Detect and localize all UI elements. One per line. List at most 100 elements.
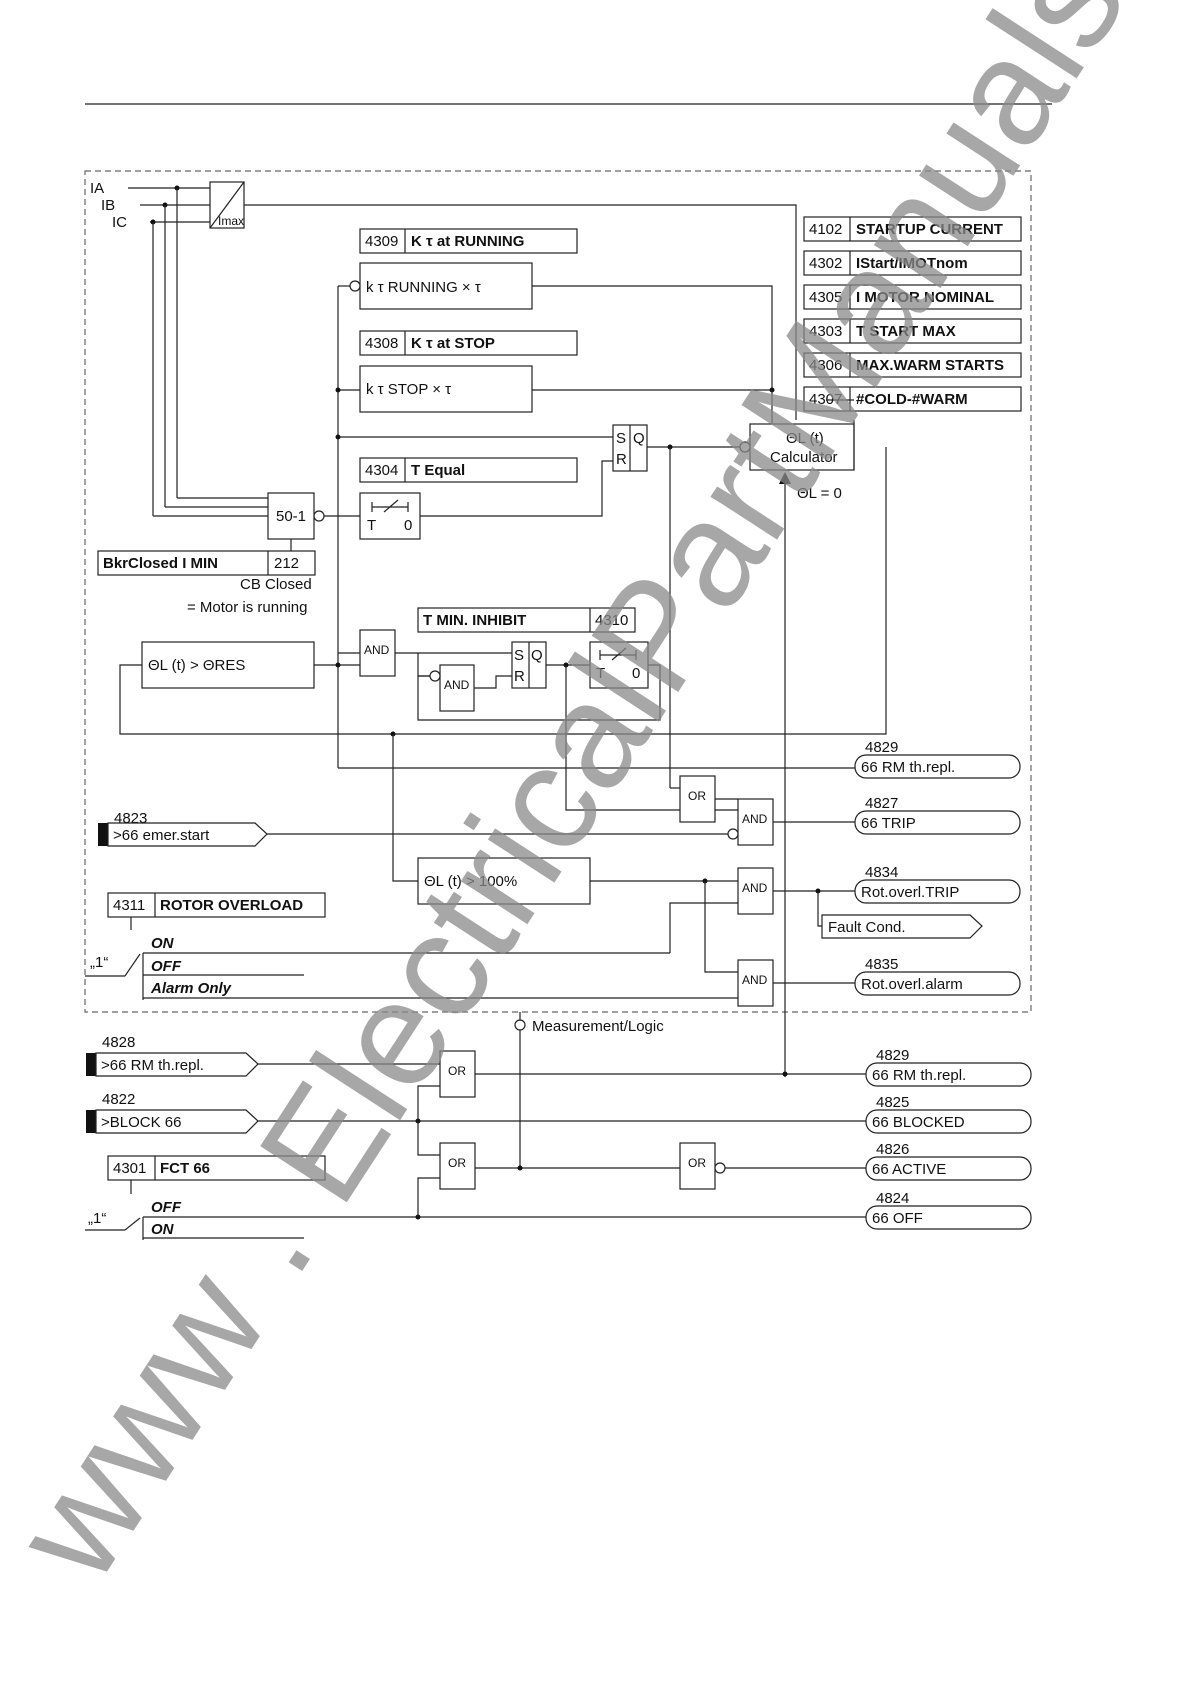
svg-text:4822: 4822	[102, 1091, 135, 1108]
output-label: Rot.overl.alarm	[861, 976, 963, 993]
svg-text:BkrClosed I MIN: BkrClosed I MIN	[103, 555, 218, 572]
output-4826: 4826 66 ACTIVE	[865, 1141, 1032, 1181]
input-ic: IC	[112, 214, 127, 231]
svg-text:„1“: „1“	[88, 1210, 106, 1227]
svg-text:ΘL (t) > 100%: ΘL (t) > 100%	[424, 873, 517, 890]
output-label: Fault Cond.	[828, 919, 906, 936]
k-running-block: k τ RUNNING × τ	[359, 262, 533, 310]
output-number: 4835	[865, 956, 898, 973]
param-4307: 4307 #COLD-#WARM	[803, 386, 1022, 412]
param-number: 4307	[809, 391, 842, 408]
param-label: #COLD-#WARM	[856, 391, 968, 408]
t-equal-timer: T 0	[359, 492, 421, 540]
output-label: 66 BLOCKED	[872, 1114, 965, 1131]
current-inputs: IA IB IC	[90, 180, 268, 517]
output-number: 4827	[865, 795, 898, 812]
svg-text:AND: AND	[742, 881, 768, 895]
output-number: 4829	[865, 739, 898, 756]
param-number: 4302	[809, 255, 842, 272]
output-label: 66 OFF	[872, 1210, 923, 1227]
output-4829: 4829 66 RM th.repl.	[865, 1047, 1032, 1087]
fct66-switch: OFF ON „1“	[85, 1199, 866, 1240]
svg-text:K τ at STOP: K τ at STOP	[411, 335, 495, 352]
svg-text:OR: OR	[688, 789, 706, 803]
svg-text:AND: AND	[742, 973, 768, 987]
svg-text:ΘL (t) > ΘRES: ΘL (t) > ΘRES	[148, 657, 245, 674]
svg-text:k τ STOP × τ: k τ STOP × τ	[366, 381, 451, 398]
svg-text:OR: OR	[448, 1064, 466, 1078]
svg-text:T MIN. INHIBIT: T MIN. INHIBIT	[423, 612, 526, 629]
output-label: 66 ACTIVE	[872, 1161, 946, 1178]
svg-text:„1“: „1“	[90, 954, 108, 971]
svg-text:4301: 4301	[113, 1160, 146, 1177]
svg-text:Q: Q	[531, 647, 543, 664]
svg-text:k τ RUNNING × τ: k τ RUNNING × τ	[366, 279, 481, 296]
svg-text:T Equal: T Equal	[411, 462, 465, 479]
output-number: 4826	[876, 1141, 909, 1158]
svg-text:AND: AND	[742, 812, 768, 826]
svg-text:AND: AND	[444, 678, 470, 692]
binary-input-4828: 4828 >66 RM th.repl.	[86, 1034, 259, 1077]
or-gate-rm-threpl: OR	[439, 1050, 476, 1098]
svg-text:Calculator: Calculator	[770, 449, 838, 466]
svg-text:4309: 4309	[365, 233, 398, 250]
param-number: 4102	[809, 221, 842, 238]
svg-text:ON: ON	[151, 935, 175, 952]
svg-text:Alarm Only: Alarm Only	[150, 980, 232, 997]
param-label: STARTUP CURRENT	[856, 221, 1003, 238]
param-4302: 4302 IStart/IMOTnom	[803, 250, 1022, 276]
theta-res-compare: ΘL (t) > ΘRES	[141, 641, 315, 689]
sr-flipflop-lower: S R Q	[511, 641, 547, 689]
svg-text:OFF: OFF	[151, 1199, 182, 1216]
svg-text:>66 emer.start: >66 emer.start	[113, 827, 210, 844]
k-stop-block: k τ STOP × τ	[359, 365, 533, 413]
stage-50-1: 50-1	[267, 492, 315, 540]
measurement-logic-boundary	[84, 170, 1032, 1013]
param-4308: 4308 K τ at STOP	[359, 330, 578, 356]
svg-text:OR: OR	[448, 1156, 466, 1170]
svg-text:ΘL = 0: ΘL = 0	[797, 485, 842, 502]
svg-text:ON: ON	[151, 1221, 175, 1238]
svg-text:CB Closed: CB Closed	[240, 576, 312, 593]
output-4829: 4829 66 RM th.repl.	[854, 739, 1021, 779]
param-212: BkrClosed I MIN 212	[97, 550, 316, 576]
output-number: 4829	[876, 1047, 909, 1064]
svg-text:ΘL (t): ΘL (t)	[786, 430, 824, 447]
theta-100-compare: ΘL (t) > 100%	[417, 857, 591, 905]
svg-text:OR: OR	[688, 1156, 706, 1170]
svg-text:0: 0	[632, 665, 640, 682]
svg-text:Measurement/Logic: Measurement/Logic	[532, 1018, 664, 1035]
svg-text:= Motor is running: = Motor is running	[187, 599, 307, 616]
param-label: I MOTOR NOMINAL	[856, 289, 994, 306]
param-label: MAX.WARM STARTS	[856, 357, 1004, 374]
imax-block: Imax	[209, 181, 245, 229]
calculator-reset-arrow	[779, 472, 791, 484]
output-label: 66 RM th.repl.	[861, 759, 955, 776]
sr-flipflop-top: S R Q	[612, 424, 648, 472]
or-gate-trip: OR	[679, 775, 716, 823]
param-4304: 4304 T Equal	[359, 457, 578, 483]
output-label: Rot.overl.TRIP	[861, 884, 959, 901]
svg-text:T: T	[367, 517, 376, 534]
or-gate-block: OR	[439, 1142, 476, 1190]
and-gate-running: AND	[359, 629, 396, 677]
svg-text:4308: 4308	[365, 335, 398, 352]
param-4311: 4311 ROTOR OVERLOAD	[107, 892, 326, 918]
theta-calculator: ΘL (t) Calculator	[749, 423, 855, 471]
or-gate-active: OR	[679, 1142, 716, 1190]
param-label: T START MAX	[856, 323, 956, 340]
svg-text:ROTOR OVERLOAD: ROTOR OVERLOAD	[160, 897, 303, 914]
output-label: 66 RM th.repl.	[872, 1067, 966, 1084]
and-gate-inhibit: AND	[439, 664, 475, 712]
svg-text:T: T	[596, 665, 605, 682]
param-label: IStart/IMOTnom	[856, 255, 968, 272]
